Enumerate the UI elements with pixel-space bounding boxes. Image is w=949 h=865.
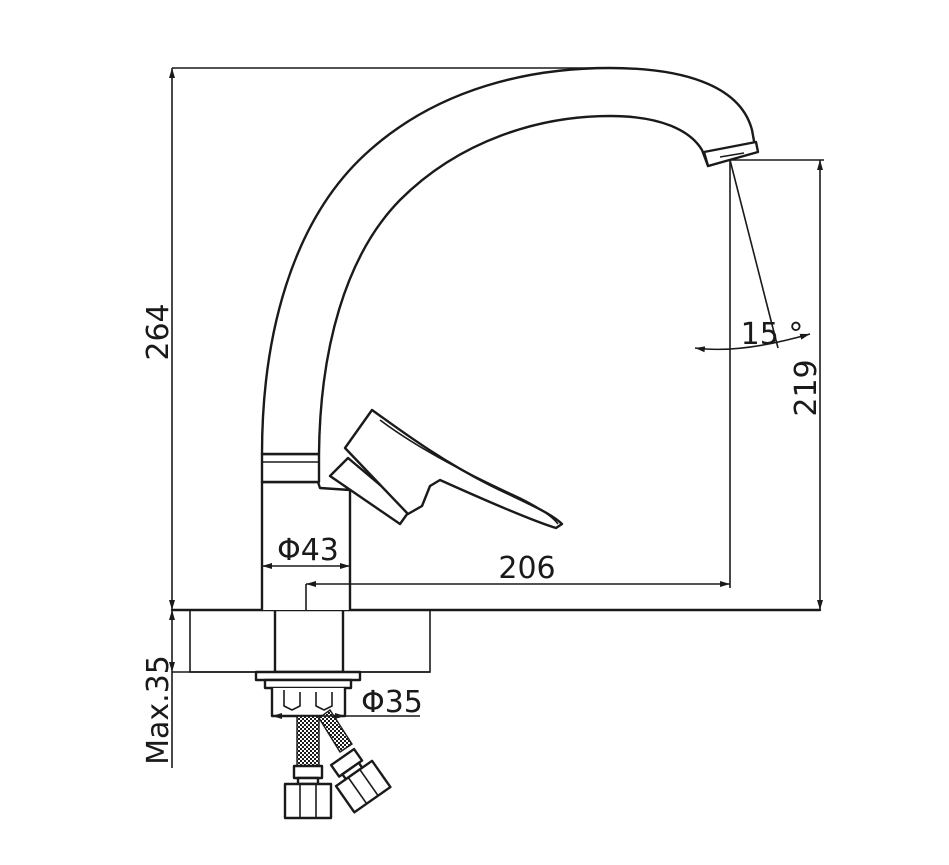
supply-hoses bbox=[283, 708, 392, 820]
dimension-shank-diameter-label: Φ35 bbox=[361, 685, 423, 720]
dimension-height-outlet: 219 bbox=[730, 159, 824, 610]
dimension-shank-diameter: Φ35 bbox=[272, 685, 423, 720]
spout bbox=[260, 66, 760, 456]
dimension-reach: 206 bbox=[305, 160, 731, 610]
lever-handle bbox=[328, 408, 564, 530]
countertop-section bbox=[170, 608, 822, 673]
dimension-height-total: 264 bbox=[141, 67, 612, 610]
dimension-base-diameter-label: Φ43 bbox=[277, 533, 339, 568]
dimension-base-diameter: Φ43 bbox=[262, 533, 350, 569]
dimension-max-deck-thickness-label: Max.35 bbox=[141, 655, 176, 765]
dimension-height-outlet-label: 219 bbox=[789, 359, 824, 416]
dimension-reach-label: 206 bbox=[498, 551, 555, 586]
dimension-height-total-label: 264 bbox=[141, 303, 176, 360]
dimension-swivel-angle-label: 15 ° bbox=[741, 317, 804, 352]
dimension-max-deck-thickness: Max.35 bbox=[141, 610, 176, 768]
mounting-shank bbox=[254, 608, 362, 718]
dimension-swivel-angle: 15 ° bbox=[694, 159, 811, 353]
